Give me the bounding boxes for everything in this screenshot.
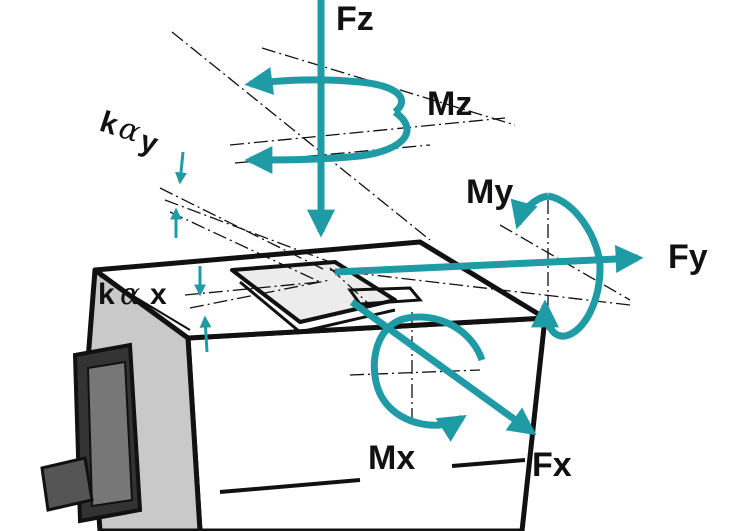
plate-recess: [347, 286, 424, 306]
k-alpha-x-alpha: α: [120, 277, 140, 312]
housing-edge-detail: [99, 275, 191, 331]
front-face-line-1: [219, 478, 361, 494]
label-mz: Mz: [427, 85, 472, 123]
axis-tilt-y-3: [169, 211, 321, 283]
side-connector-inner: [86, 360, 134, 508]
label-mx: Mx: [368, 439, 415, 477]
axis-mz-horizontal: [229, 117, 506, 146]
k-alpha-x-k: k: [98, 278, 115, 311]
my-arrow: [531, 192, 604, 340]
axis-diagonal-upper: [171, 31, 431, 241]
k-alpha-x-sub: x: [150, 278, 167, 311]
label-fx: Fx: [532, 446, 572, 484]
mx-arrow: [370, 313, 486, 442]
mounting-plate-edge: [239, 280, 396, 334]
force-arrows: [307, 0, 644, 436]
label-fz: Fz: [336, 0, 374, 38]
label-my: My: [466, 173, 513, 211]
label-k-alpha-y: k α y: [96, 105, 162, 161]
label-k-alpha-x: k α x: [98, 277, 167, 312]
tilt-arrows: [170, 151, 212, 353]
connector-plug: [40, 456, 94, 512]
axis-tilt-y-1: [159, 187, 326, 271]
axis-tilt-x-1: [184, 281, 321, 296]
tilt-x-arrow-bottom: [199, 315, 212, 353]
axis-tilt-y-2: [164, 199, 331, 263]
axis-mx-horizontal: [349, 369, 481, 376]
fy-arrow: [334, 245, 644, 276]
housing-front-face: [185, 315, 548, 531]
fx-arrow: [349, 299, 537, 436]
moment-arrows: [244, 67, 604, 442]
mz-arrow-lower: [244, 109, 411, 174]
axis-y-through: [329, 269, 631, 306]
mz-arrow-upper: [244, 67, 405, 115]
my-arrow-tail: [510, 192, 549, 230]
front-face-line-2: [451, 458, 526, 468]
label-fy: Fy: [668, 238, 708, 276]
tilt-y-arrow-top: [174, 151, 187, 185]
